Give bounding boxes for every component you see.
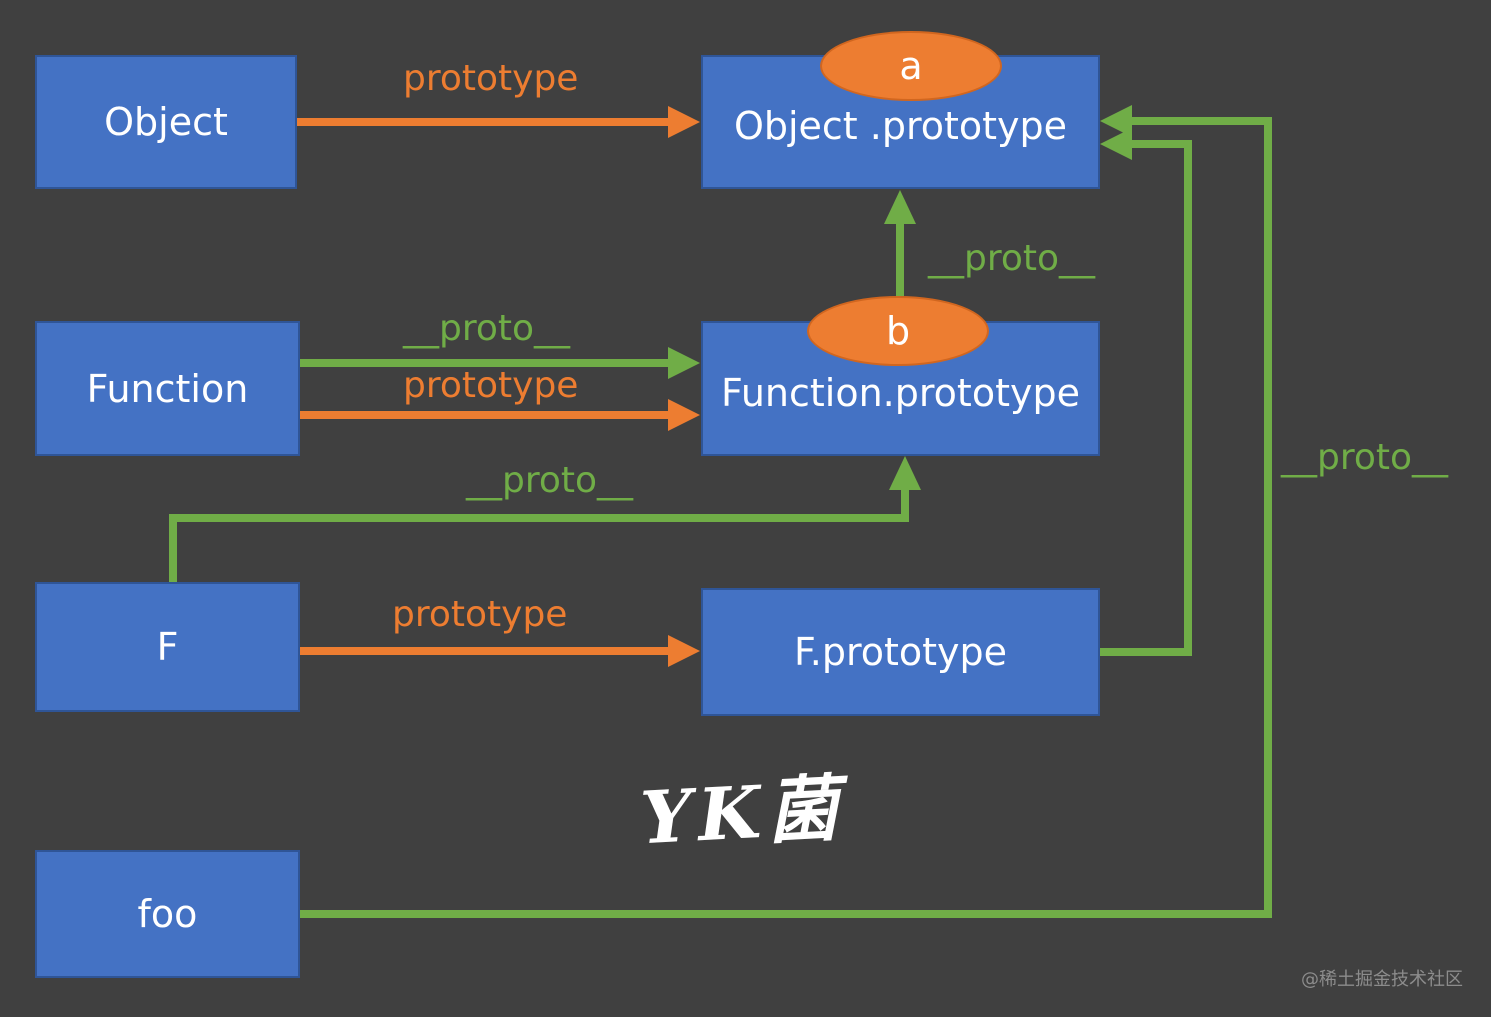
function-prototype-edge-label: prototype [403, 365, 579, 406]
badge-b: b [807, 296, 989, 366]
f-proto-arrow-head [889, 456, 921, 490]
foo-proto-arrow-head [1100, 105, 1132, 137]
function-node: Function [35, 321, 300, 456]
object-node: Object [35, 55, 297, 189]
f-node-label: F [156, 625, 179, 669]
f-node: F [35, 582, 300, 712]
f-prototype-arrow-head [668, 635, 700, 667]
source-watermark: @稀土掘金技术社区 [1301, 969, 1463, 990]
f-proto-edge-label: __proto__ [466, 460, 634, 501]
f-proto-arrow-line [169, 488, 909, 582]
function-proto-edge-label: __proto__ [403, 308, 571, 349]
object-node-label: Object [104, 100, 228, 144]
badge-b-label: b [885, 309, 911, 353]
object-prototype-edge-label: prototype [403, 58, 579, 99]
foo-proto-edge-label: __proto__ [1281, 437, 1449, 478]
object-prototype-node: Object .prototype [701, 55, 1100, 189]
function-proto-arrow-head [668, 347, 700, 379]
object-prototype-arrow-head [668, 106, 700, 138]
foo-node-label: foo [137, 892, 198, 936]
function-prototype-arrow-head [668, 399, 700, 431]
function-prototype-proto-edge-label: __proto__ [928, 238, 1096, 279]
function-prototype-node-label: Function.prototype [721, 370, 1080, 415]
foo-node: foo [35, 850, 300, 978]
function-node-label: Function [86, 366, 249, 411]
f-prototype-proto-arrow-line [1100, 140, 1192, 656]
badge-a-label: a [899, 44, 923, 88]
function-prototype-proto-arrow-head [884, 190, 916, 224]
f-prototype-node: F.prototype [701, 588, 1100, 716]
author-signature: YK菌 [638, 764, 847, 860]
object-prototype-node-label: Object .prototype [733, 104, 1068, 148]
f-prototype-proto-arrow-head [1100, 128, 1132, 160]
f-prototype-edge-label: prototype [392, 594, 568, 635]
badge-a: a [820, 31, 1002, 101]
f-prototype-node-label: F.prototype [793, 630, 1008, 674]
